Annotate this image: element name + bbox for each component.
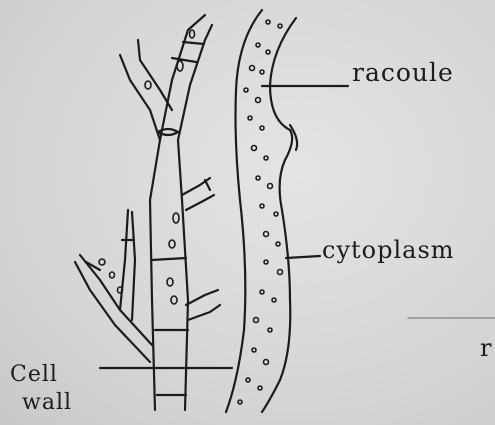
margin-mark-label: r: [480, 334, 492, 362]
left-side-branch: [75, 255, 152, 362]
right-side-branch: [186, 290, 220, 320]
cytoplasm-label: cytoplasm: [322, 236, 455, 264]
aseptate-hypha: [226, 10, 297, 412]
cytoplasm-granules: [238, 20, 283, 404]
upper-left-branch: [120, 40, 172, 140]
upper-right-branch: [160, 15, 212, 140]
right-side-branch: [182, 178, 214, 210]
trunk-left-wall: [150, 140, 160, 410]
cytoplasm-leader-line: [286, 256, 320, 258]
branching-hypha: [75, 15, 220, 410]
left-side-branch: [120, 210, 135, 320]
cell-wall-label-line1: Cell: [10, 362, 58, 387]
hypha-right-wall: [262, 18, 296, 412]
trunk-right-wall: [178, 140, 188, 410]
cell-wall-label-line2: wall: [22, 390, 72, 415]
vacuole-label: racoule: [352, 58, 454, 87]
hypha-left-wall: [226, 10, 262, 412]
